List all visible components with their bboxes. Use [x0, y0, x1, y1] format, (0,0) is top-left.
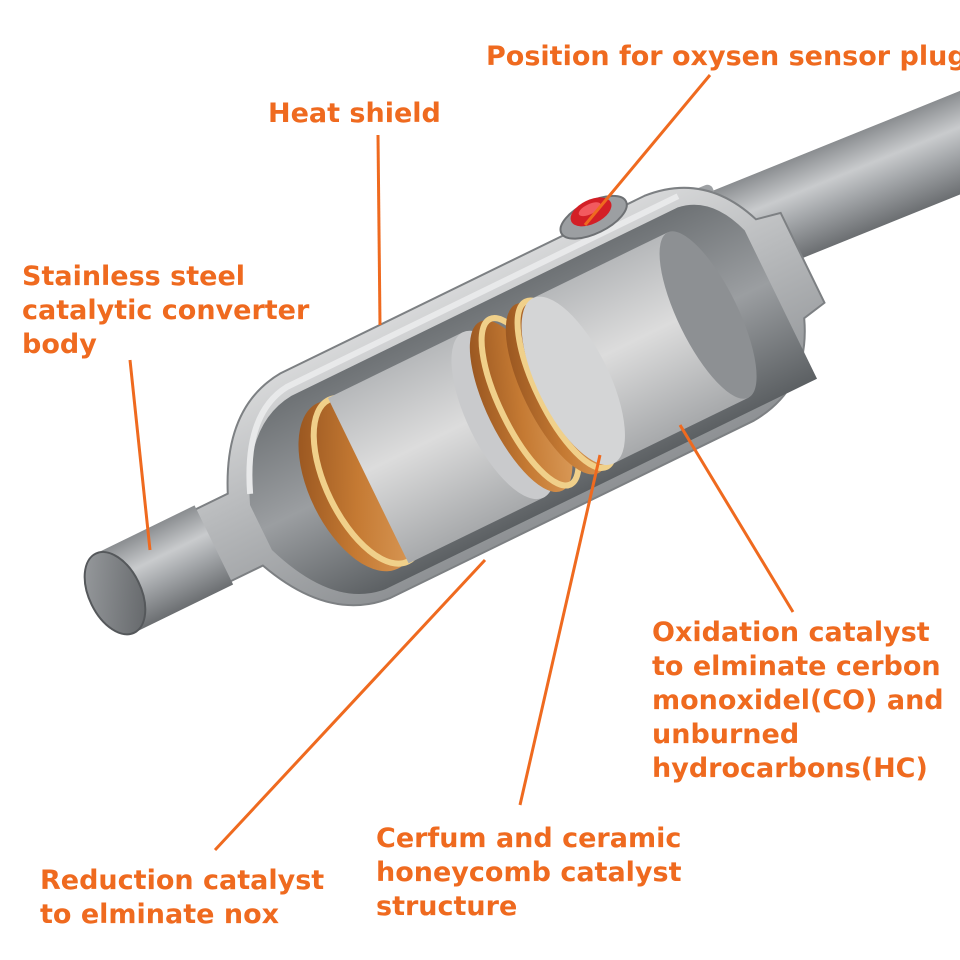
- leader-body: [128, 359, 152, 551]
- label-heat-shield: Heat shield: [268, 98, 441, 129]
- leader-lines: [128, 74, 795, 852]
- leader-oxidation: [678, 424, 795, 613]
- label-body: Stainless steel catalytic converter body: [22, 261, 310, 360]
- oxygen-sensor-plug: [559, 194, 628, 240]
- label-oxidation: Oxidation catalyst to elminate cerbon mo…: [652, 617, 944, 784]
- leader-reduction: [213, 558, 487, 852]
- leader-honeycomb: [518, 454, 602, 806]
- leader-heat-shield: [376, 134, 382, 326]
- honeycomb-ring-1: [469, 320, 573, 492]
- inlet-pipe-end: [83, 550, 147, 636]
- leader-oxygen-sensor: [583, 74, 712, 226]
- label-reduction: Reduction catalyst to elminate nox: [40, 865, 325, 930]
- label-oxygen-sensor: Position for oxysen sensor plug: [486, 41, 960, 72]
- converter-body: [83, 186, 826, 636]
- heat-shield-edge: [246, 193, 680, 495]
- label-honeycomb: Cerfum and ceramic honeycomb catalyst st…: [376, 823, 682, 922]
